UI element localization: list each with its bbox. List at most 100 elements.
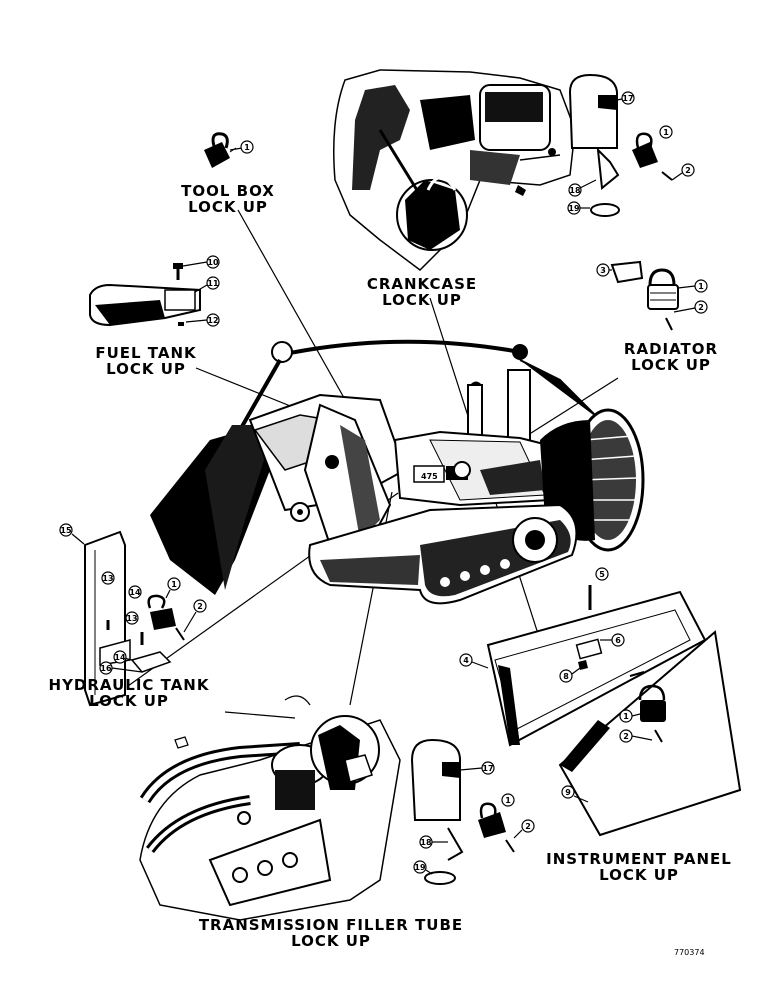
label-hydraulic-tank-line2: LOCK UP — [89, 692, 169, 710]
svg-text:3: 3 — [600, 266, 606, 275]
label-radiator: RADIATOR LOCK UP — [606, 341, 736, 373]
callout-inst-2: 2 — [619, 729, 653, 743]
callout-hyd-13b: 13 — [125, 611, 139, 625]
callout-trans-1: 1 — [501, 793, 515, 807]
label-transmission-line2: LOCK UP — [291, 932, 371, 950]
hydraulic-tank-bracket — [84, 530, 185, 707]
svg-text:10: 10 — [207, 258, 219, 267]
callout-rad-1: 1 — [677, 279, 708, 293]
callout-radtop-18: 18 — [568, 179, 597, 197]
svg-text:1: 1 — [244, 143, 250, 152]
svg-text:9: 9 — [565, 788, 571, 797]
instrument-panel-cover — [486, 585, 742, 837]
svg-text:2: 2 — [623, 732, 629, 741]
callout-inst-6: 6 — [600, 633, 625, 647]
label-instrument-panel-line1: INSTRUMENT PANEL — [546, 850, 732, 868]
svg-text:19: 19 — [414, 863, 426, 872]
svg-text:1: 1 — [623, 712, 629, 721]
svg-text:19: 19 — [568, 204, 580, 213]
callout-rad-3: 3 — [596, 263, 612, 277]
callout-radtop-2: 2 — [671, 163, 695, 181]
tractor-model-badge: 475 — [421, 472, 438, 481]
figure-number: 770374 — [674, 948, 705, 957]
label-instrument-panel-line2: LOCK UP — [599, 866, 679, 884]
svg-text:12: 12 — [207, 316, 218, 325]
svg-text:17: 17 — [482, 764, 493, 773]
fuel-tank-guard — [89, 263, 201, 327]
callout-inst-9: 9 — [561, 785, 589, 803]
svg-text:2: 2 — [525, 822, 531, 831]
label-hydraulic-tank: HYDRAULIC TANK LOCK UP — [4, 677, 254, 709]
callout-inst-4: 4 — [459, 653, 489, 669]
callout-inst-8: 8 — [559, 667, 581, 683]
svg-text:2: 2 — [197, 602, 203, 611]
label-radiator-line2: LOCK UP — [631, 356, 711, 374]
callout-hyd-16: 16 — [99, 661, 143, 675]
callout-trans-2: 2 — [513, 819, 535, 839]
transmission-inset — [139, 695, 401, 921]
callout-trans-18: 18 — [419, 835, 448, 849]
label-fuel-tank-line1: FUEL TANK — [95, 344, 197, 362]
svg-text:14: 14 — [114, 653, 126, 662]
transmission-cap-lock — [410, 738, 515, 885]
callout-markers: 1 17 1 2 18 19 10 11 12 3 1 2 15 13 14 1… — [59, 91, 708, 875]
svg-text:17: 17 — [622, 94, 633, 103]
svg-text:1: 1 — [171, 580, 177, 589]
label-hydraulic-tank-line1: HYDRAULIC TANK — [48, 676, 210, 694]
callout-toolbox-1: 1 — [229, 140, 254, 154]
callout-rad-2: 2 — [673, 300, 708, 314]
callout-trans-17: 17 — [459, 761, 495, 775]
callout-hyd-2: 2 — [183, 599, 207, 633]
label-transmission-filler-tube: TRANSMISSION FILLER TUBE LOCK UP — [176, 917, 486, 949]
svg-text:6: 6 — [615, 636, 621, 645]
svg-text:2: 2 — [685, 166, 691, 175]
callout-hyd-1: 1 — [165, 577, 181, 599]
label-transmission-line1: TRANSMISSION FILLER TUBE — [198, 916, 464, 934]
radiator-padlock — [610, 260, 679, 331]
callout-inst-5: 5 — [595, 567, 609, 581]
label-tool-box-line2: LOCK UP — [188, 198, 268, 216]
label-tool-box-line1: TOOL BOX — [181, 182, 275, 200]
label-radiator-line1: RADIATOR — [623, 340, 719, 358]
svg-text:2: 2 — [698, 303, 704, 312]
label-fuel-tank: FUEL TANK LOCK UP — [76, 345, 216, 377]
callout-radtop-19: 19 — [567, 201, 590, 215]
callout-hyd-15: 15 — [59, 523, 85, 545]
callout-inst-1: 1 — [619, 709, 641, 723]
callout-fuel-11: 11 — [194, 276, 220, 293]
svg-text:1: 1 — [698, 282, 704, 291]
label-tool-box: TOOL BOX LOCK UP — [160, 183, 296, 215]
crankcase-inset — [333, 69, 576, 271]
svg-text:15: 15 — [60, 526, 72, 535]
svg-text:4: 4 — [463, 656, 469, 665]
svg-text:18: 18 — [569, 186, 581, 195]
tool-box-padlock — [204, 132, 237, 168]
svg-text:5: 5 — [599, 570, 605, 579]
svg-text:8: 8 — [563, 672, 569, 681]
label-crankcase: CRANKCASE LOCK UP — [352, 276, 492, 308]
callout-hyd-14a: 14 — [128, 585, 142, 599]
svg-text:11: 11 — [207, 279, 219, 288]
callout-trans-19: 19 — [413, 860, 433, 875]
svg-text:16: 16 — [100, 664, 112, 673]
crawler-tractor-illustration — [150, 339, 645, 605]
callout-hyd-13a: 13 — [101, 571, 115, 585]
radiator-cap-lock-top — [568, 73, 673, 217]
callout-fuel-10: 10 — [182, 255, 220, 269]
callout-radtop-1: 1 — [659, 125, 673, 139]
svg-text:1: 1 — [663, 128, 669, 137]
label-instrument-panel: INSTRUMENT PANEL LOCK UP — [530, 851, 748, 883]
svg-text:13: 13 — [102, 574, 113, 583]
callout-fuel-12: 12 — [185, 313, 220, 327]
label-fuel-tank-line2: LOCK UP — [106, 360, 186, 378]
svg-text:1: 1 — [505, 796, 511, 805]
callout-radtop-17: 17 — [616, 91, 635, 105]
label-crankcase-line1: CRANKCASE — [366, 275, 478, 293]
label-crankcase-line2: LOCK UP — [382, 291, 462, 309]
svg-text:18: 18 — [420, 838, 432, 847]
svg-text:13: 13 — [126, 614, 137, 623]
svg-text:14: 14 — [129, 588, 141, 597]
callout-hyd-14b: 14 — [113, 650, 133, 664]
